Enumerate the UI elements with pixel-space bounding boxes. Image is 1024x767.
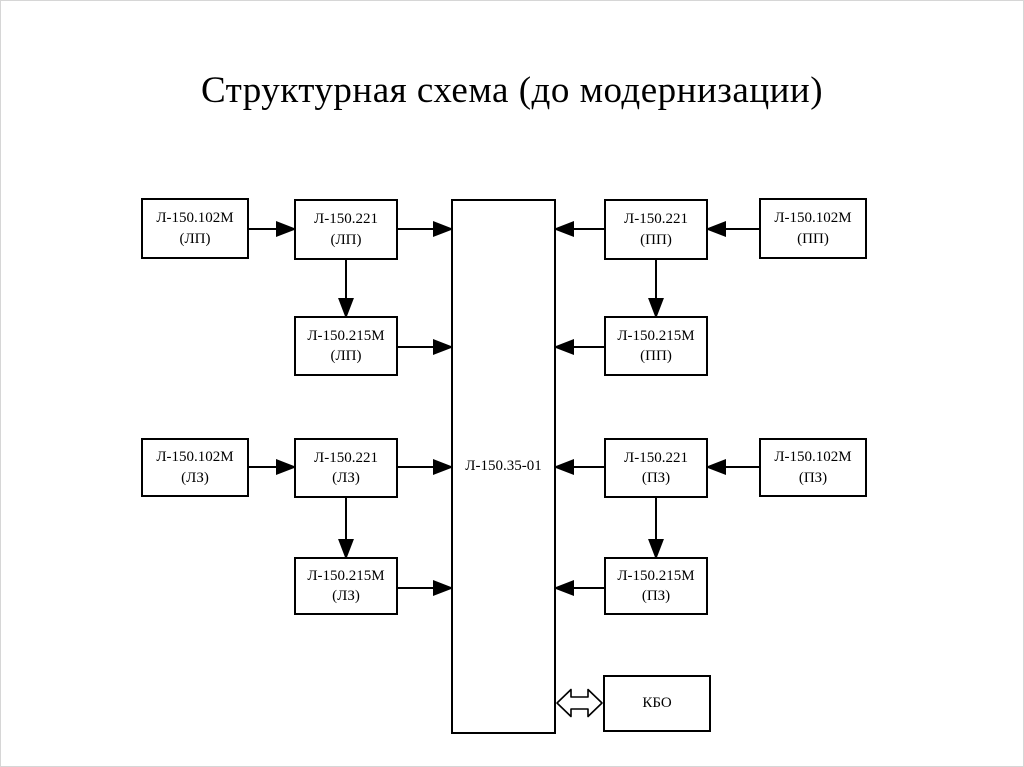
box-channel-label: (ПП) <box>640 231 672 248</box>
box-l150-102m-pz: Л-150.102М (ПЗ) <box>759 438 867 497</box>
box-model-label: Л-150.215М <box>617 327 695 344</box>
box-l150-221-pp: Л-150.221 (ПП) <box>604 199 708 260</box>
box-l150-215m-lz: Л-150.215М (ЛЗ) <box>294 557 398 615</box>
connector-center-kbo-double-arrow <box>556 688 603 718</box>
box-channel-label: (ЛЗ) <box>332 470 360 486</box>
box-l150-215m-pp: Л-150.215М (ПП) <box>604 316 708 376</box>
box-channel-label: (ЛП) <box>179 230 211 247</box>
box-channel-label: (ЛП) <box>330 348 362 364</box>
box-model-label: Л-150.215М <box>307 567 385 584</box>
connector-pz-stage1-to-center <box>553 459 604 475</box>
connector-lp-source-to-stage1 <box>249 221 297 237</box>
box-model-label: Л-150.221 <box>314 211 378 228</box>
box-model-label: КБО <box>642 695 672 712</box>
connector-lp-stage2-to-center <box>398 339 454 355</box>
box-l150-102m-lz: Л-150.102М (ЛЗ) <box>141 438 249 497</box>
connector-pp-stage1-to-center <box>553 221 604 237</box>
connector-lz-source-to-stage1 <box>249 459 297 475</box>
box-channel-label: (ПП) <box>797 230 829 247</box>
box-model-label: Л-150.102М <box>156 449 234 466</box>
connector-lp-stage1-to-center <box>398 221 454 237</box>
connector-pp-stage2-to-center <box>553 339 604 355</box>
box-model-label: Л-150.35-01 <box>465 458 542 475</box>
box-channel-label: (ЛЗ) <box>181 469 209 486</box>
connector-lp-stage1-to-stage2 <box>338 260 354 319</box>
connector-lz-stage1-to-stage2 <box>338 498 354 560</box>
box-model-label: Л-150.221 <box>624 211 688 228</box>
connector-pp-stage1-to-stage2 <box>648 260 664 319</box>
box-l150-215m-pz: Л-150.215М (ПЗ) <box>604 557 708 615</box>
box-l150-221-pz: Л-150.221 (ПЗ) <box>604 438 708 498</box>
box-model-label: Л-150.102М <box>774 210 852 227</box>
connector-pz-source-to-stage1 <box>705 459 759 475</box>
connector-pz-stage2-to-center <box>553 580 604 596</box>
box-model-label: Л-150.221 <box>624 449 688 466</box>
connector-pz-stage1-to-stage2 <box>648 498 664 560</box>
box-channel-label: (ЛЗ) <box>332 588 360 604</box>
box-kbo: КБО <box>603 675 711 732</box>
box-l150-221-lz: Л-150.221 (ЛЗ) <box>294 438 398 498</box>
connector-lz-stage2-to-center <box>398 580 454 596</box>
box-model-label: Л-150.215М <box>617 567 695 584</box>
box-model-label: Л-150.221 <box>314 449 378 466</box>
box-model-label: Л-150.102М <box>156 210 234 227</box>
box-channel-label: (ПЗ) <box>641 470 671 486</box>
box-channel-label: (ПП) <box>640 348 672 364</box>
box-channel-label: (ПЗ) <box>641 588 671 604</box>
box-l150-102m-lp: Л-150.102М (ЛП) <box>141 198 249 259</box>
box-model-label: Л-150.102М <box>774 449 852 466</box>
box-l150-35-01: Л-150.35-01 <box>451 199 556 734</box>
box-model-label: Л-150.215М <box>307 327 385 344</box>
connector-lz-stage1-to-center <box>398 459 454 475</box>
box-l150-102m-pp: Л-150.102М (ПП) <box>759 198 867 259</box>
box-channel-label: (ПЗ) <box>798 469 828 486</box>
connector-pp-source-to-stage1 <box>705 221 759 237</box>
slide-title: Структурная схема (до модернизации) <box>200 70 824 111</box>
box-l150-215m-lp: Л-150.215М (ЛП) <box>294 316 398 376</box>
box-channel-label: (ЛП) <box>330 231 362 248</box>
box-l150-221-lp: Л-150.221 (ЛП) <box>294 199 398 260</box>
